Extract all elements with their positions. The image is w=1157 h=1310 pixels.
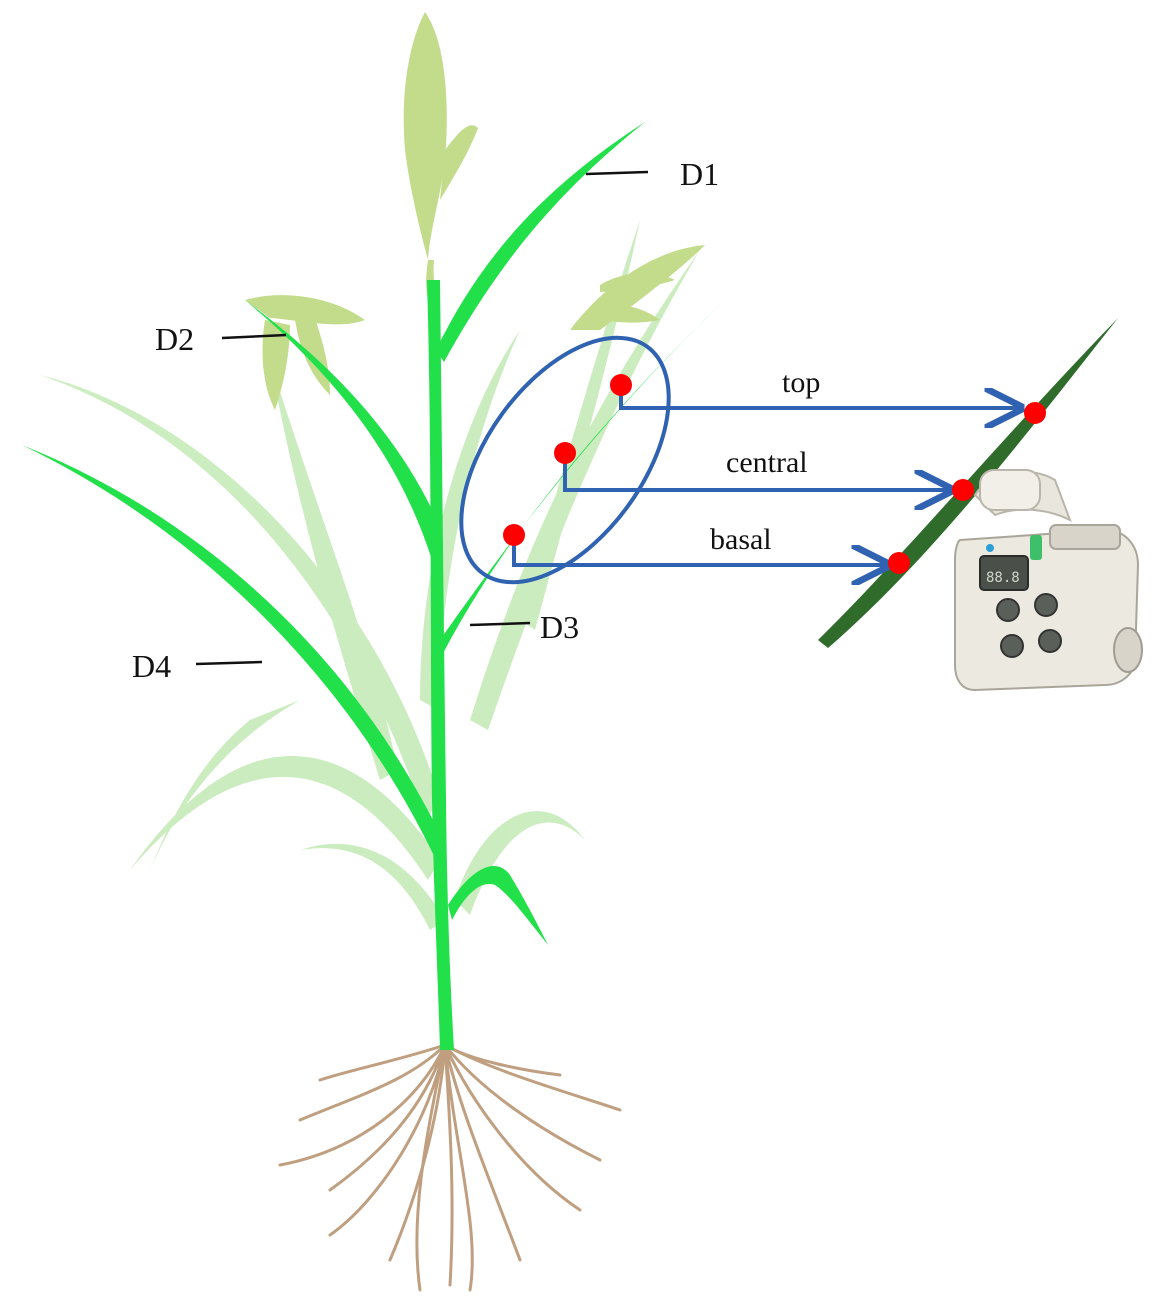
measurement-points <box>503 374 1046 574</box>
device-button <box>1034 593 1058 617</box>
point-basal-plant <box>503 524 525 546</box>
point-central-plant <box>554 442 576 464</box>
label-d1: D1 <box>680 156 719 192</box>
device-button <box>1000 634 1024 658</box>
label-d2: D2 <box>155 321 194 357</box>
leaf-lower <box>448 866 548 945</box>
roots <box>278 1043 622 1292</box>
label-central: central <box>726 446 808 479</box>
arrow-central <box>563 453 948 490</box>
label-d4: D4 <box>132 648 171 684</box>
leader-lines <box>195 170 649 666</box>
background-leaves <box>40 220 700 930</box>
spad-meter-device: 88.8 <box>954 469 1143 692</box>
leaf-d1 <box>436 122 645 362</box>
label-basal: basal <box>710 523 772 556</box>
point-central-leaf <box>952 479 974 501</box>
main-stem <box>427 280 454 1050</box>
point-top-plant <box>610 374 632 396</box>
device-screen-text: 88.8 <box>986 570 1020 586</box>
label-d3: D3 <box>540 609 579 645</box>
point-basal-leaf <box>888 552 910 574</box>
device-button <box>996 598 1020 622</box>
point-top-leaf <box>1024 402 1046 424</box>
selection-ellipse <box>459 335 671 585</box>
main-plant <box>22 122 725 1050</box>
label-top: top <box>782 366 820 399</box>
device-button <box>1038 629 1062 653</box>
